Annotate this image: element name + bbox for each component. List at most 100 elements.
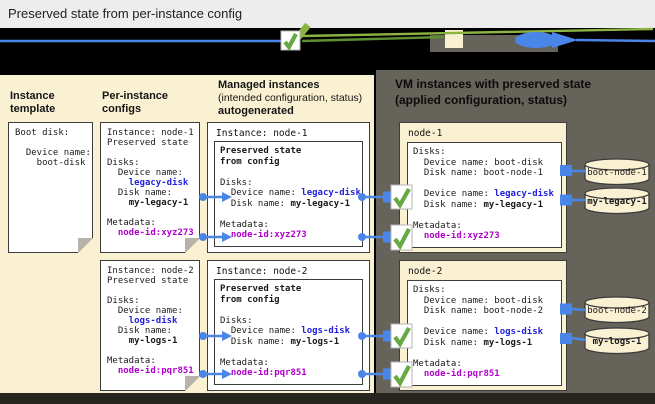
code-line: Preserved state — [107, 276, 189, 286]
page-fold-icon — [185, 376, 200, 391]
vm-state-box: Disks: Device name: boot-disk Disk name:… — [407, 280, 562, 386]
code-line: Metadata: — [220, 219, 269, 230]
code-line: node-id:xyz273 — [230, 230, 307, 240]
vm-box-node-1: node-1 Disks: Device name: boot-disk Dis… — [399, 122, 567, 253]
code-line — [413, 210, 559, 221]
instance-template-code: Boot disk: Device name: boot-disk — [15, 128, 91, 168]
code-line: Disk name: boot-node-2 — [413, 306, 544, 316]
disk-label: my-legacy-1 — [587, 197, 647, 207]
code-line: Disk name: my-legacy-1 — [220, 198, 351, 209]
code-line — [220, 305, 360, 316]
column-heading-managed-instances: Managed instances (intended configuratio… — [218, 79, 362, 118]
code-line: Disk name: my-logs-1 — [413, 337, 533, 348]
vm-box-title: node-2 — [408, 266, 443, 277]
disk-cylinder-icon-boot-node-2: boot-node-2 — [584, 296, 650, 324]
disk-cylinder-icon-my-logs-1: my-logs-1 — [584, 327, 650, 355]
code-line: Disks: — [220, 315, 253, 326]
page-title: Preserved state from per-instance config — [8, 6, 243, 21]
code-line — [15, 138, 90, 148]
heading-line: Instance — [10, 90, 55, 102]
code-line: Disks: — [413, 147, 446, 157]
code-line: node-id:pqr851 — [230, 368, 307, 378]
code-line: from config — [220, 294, 280, 305]
code-line: Disk name: — [107, 188, 173, 198]
code-line: Device name: legacy-disk — [413, 189, 554, 199]
heading-line: VM instances with preserved state — [395, 77, 592, 91]
page-fold-icon — [185, 238, 200, 253]
code-line: Device name: logs-disk — [413, 327, 544, 337]
code-line: node-id:xyz273 — [117, 228, 194, 238]
code-line — [107, 346, 197, 356]
code-line: logs-disk — [128, 316, 178, 326]
code-line: legacy-disk — [128, 178, 189, 188]
disk-label: boot-node-2 — [587, 306, 647, 316]
code-line: Device name: — [15, 148, 91, 158]
code-line: boot-disk — [15, 158, 86, 168]
code-line: Disks: — [413, 285, 446, 295]
vm-box-node-2: node-2 Disks: Device name: boot-disk Dis… — [399, 260, 567, 391]
page-fold-icon — [78, 238, 93, 253]
code-line: node-id:xyz273 — [423, 231, 500, 241]
code-line: Device name: boot-disk — [413, 295, 544, 306]
code-line: Disk name: — [107, 326, 173, 336]
heading-line: (applied configuration, status) — [395, 93, 568, 107]
vm-code-node-1: Disks: Device name: boot-disk Disk name:… — [413, 147, 559, 242]
disk-cylinder-icon-my-legacy-1: my-legacy-1 — [584, 187, 650, 215]
heading-line: template — [10, 103, 56, 115]
code-line — [413, 348, 559, 359]
code-line: Preserved state — [107, 138, 189, 148]
code-line: Preserved state — [220, 284, 302, 294]
code-line — [413, 317, 559, 328]
disk-cylinder-icon-boot-node-1: boot-node-1 — [584, 158, 650, 186]
code-line: my-legacy-1 — [128, 198, 189, 208]
vm-box-title: node-1 — [408, 128, 443, 139]
code-line: Metadata: — [413, 220, 462, 231]
instance-template-note: Boot disk: Device name: boot-disk — [8, 122, 93, 253]
code-line — [413, 179, 559, 190]
managed-instance-title: Instance: node-1 — [216, 128, 308, 139]
code-line: Metadata: — [107, 356, 156, 366]
code-line: Disk name: my-legacy-1 — [413, 199, 544, 210]
code-line: Instance: node-2 — [107, 266, 194, 276]
code-line: Device name: logs-disk — [220, 326, 351, 336]
code-line: Metadata: — [220, 357, 269, 368]
code-line: node-id:pqr851 — [423, 369, 500, 379]
code-line — [220, 347, 360, 358]
heading-line: Per-instance — [102, 90, 169, 102]
code-line — [220, 167, 360, 178]
heading-line: configs — [102, 103, 142, 115]
code-line: Disks: — [107, 158, 140, 168]
code-line: Preserved state — [220, 146, 302, 156]
code-line: Device name: boot-disk — [413, 157, 544, 168]
heading-line: autogenerated — [218, 105, 294, 117]
code-line: Disks: — [107, 296, 140, 306]
code-line: Metadata: — [413, 358, 462, 369]
title-bar: Preserved state from per-instance config — [0, 0, 655, 28]
bottom-strip — [0, 393, 655, 404]
code-line: Disk name: my-logs-1 — [220, 336, 340, 347]
vm-state-box: Disks: Device name: boot-disk Disk name:… — [407, 142, 562, 248]
vm-panel-heading: VM instances with preserved state (appli… — [395, 76, 591, 108]
code-line: Disks: — [220, 177, 253, 188]
code-line: my-logs-1 — [128, 336, 178, 346]
heading-line: Managed instances — [218, 79, 320, 91]
heading-line: (intended configuration, status) — [218, 92, 363, 104]
code-line — [220, 209, 360, 220]
disk-label: my-logs-1 — [592, 337, 642, 347]
code-line: from config — [220, 156, 280, 167]
code-line — [107, 148, 197, 158]
code-line — [107, 286, 197, 296]
code-line: Metadata: — [107, 218, 156, 228]
code-line: Instance: node-1 — [107, 128, 194, 138]
legend-band — [0, 28, 655, 75]
code-line: node-id:pqr851 — [117, 366, 194, 376]
